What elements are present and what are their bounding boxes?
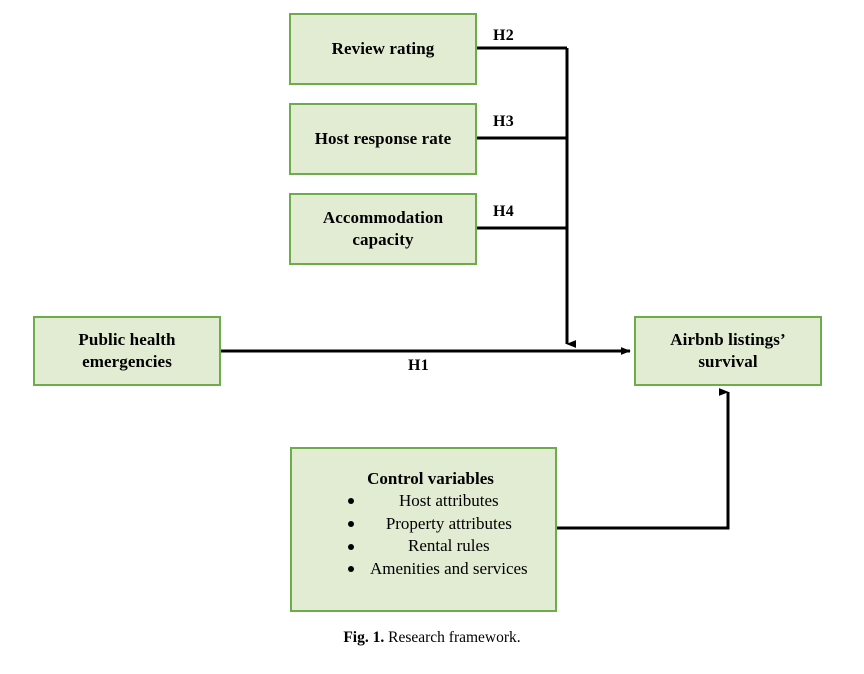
control-variables-list: Host attributes Property attributes Rent…: [292, 490, 528, 580]
list-item-label: Host attributes: [399, 491, 499, 510]
node-host-response-rate-label: Host response rate: [314, 128, 452, 148]
figure-caption-prefix: Fig. 1.: [343, 629, 385, 646]
node-airbnb-listings-survival[interactable]: Airbnb listings’ survival: [634, 316, 822, 386]
list-item: Rental rules: [348, 535, 528, 558]
list-item: Host attributes: [348, 490, 528, 513]
edge-label-h3: H3: [493, 113, 515, 130]
edge-label-h1: H1: [408, 357, 430, 374]
list-item: Amenities and services: [348, 558, 528, 581]
figure-caption-text: Research framework.: [388, 629, 521, 646]
edge-controls-line: [557, 388, 730, 530]
node-host-response-rate[interactable]: Host response rate: [289, 103, 477, 175]
bullet-icon: [348, 566, 354, 573]
node-public-health-emergencies[interactable]: Public health emergencies: [33, 316, 221, 386]
edge-label-h2: H2: [493, 27, 515, 44]
node-review-rating-label: Review rating: [331, 38, 435, 58]
list-item-label: Amenities and services: [370, 558, 528, 578]
bullet-icon: [348, 520, 354, 527]
node-accommodation-capacity[interactable]: Accommodation capacity: [289, 193, 477, 265]
bullet-icon: [348, 498, 354, 505]
list-item-label: Rental rules: [408, 536, 490, 556]
node-public-health-emergencies-label: Public health emergencies: [78, 329, 176, 371]
node-control-variables[interactable]: Control variables Host attributes Proper…: [290, 447, 557, 612]
list-item: Property attributes: [348, 513, 528, 536]
figure-caption: Fig. 1. Research framework.: [0, 628, 864, 648]
list-item-label: Property attributes: [385, 513, 512, 533]
node-airbnb-listings-survival-label: Airbnb listings’ survival: [670, 329, 786, 371]
node-accommodation-capacity-label: Accommodation capacity: [322, 207, 444, 249]
edge-label-h4: H4: [493, 203, 515, 220]
control-variables-title: Control variables: [367, 469, 494, 488]
bullet-icon: [348, 543, 354, 550]
control-variables-content: Control variables Host attributes Proper…: [292, 449, 555, 580]
node-review-rating[interactable]: Review rating: [289, 13, 477, 85]
